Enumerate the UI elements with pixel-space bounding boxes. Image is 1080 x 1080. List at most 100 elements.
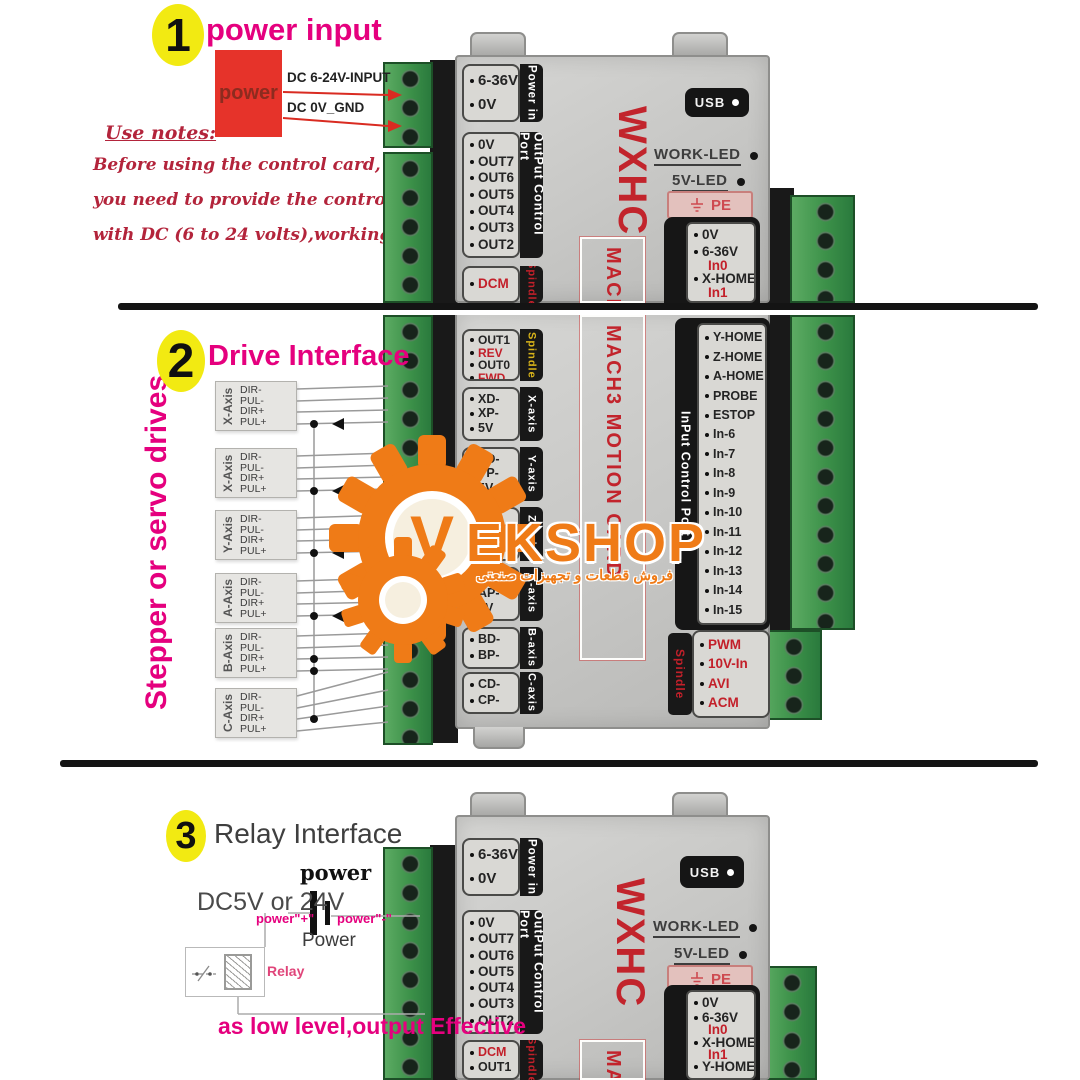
pin-label: 0V xyxy=(470,915,516,930)
usb-port: USB xyxy=(680,856,744,888)
pin-label: 0V xyxy=(470,97,516,113)
pin-label: In-14 xyxy=(705,583,763,597)
pin-label: FWD xyxy=(470,372,516,379)
pin-label: DCM xyxy=(470,1045,516,1059)
pin-label: ESTOP xyxy=(705,408,763,422)
drive-pin: DIR+ xyxy=(240,472,265,484)
mount-tab xyxy=(470,32,526,57)
power-in-strip: Power in xyxy=(520,64,543,122)
pin-label: In-13 xyxy=(705,564,763,578)
drive-name: X-Axis xyxy=(221,454,235,492)
terminal-backing xyxy=(766,188,794,303)
terminal-block-green xyxy=(790,315,855,630)
terminal-backing xyxy=(430,845,458,1080)
pin-label: 5V xyxy=(470,421,516,435)
pin-label: In-8 xyxy=(705,467,763,480)
5v-led-icon xyxy=(736,178,745,186)
spindle-strip: Spindle xyxy=(520,329,543,381)
drive-pin: DIR- xyxy=(240,576,262,588)
work-led-row: WORK-LED xyxy=(654,146,758,166)
section-2-title: Drive Interface xyxy=(208,340,410,372)
terminal-block-green xyxy=(383,847,433,1080)
drive-pin: PUL+ xyxy=(240,662,267,675)
input-port-strip: InPut Control Port xyxy=(678,411,693,537)
drive-pin: PUL+ xyxy=(240,607,267,620)
terminal-backing xyxy=(766,315,794,645)
pin-label: In0 xyxy=(708,257,728,273)
step-2-number: 2 xyxy=(167,334,195,388)
use-note-line: you need to provide the control card xyxy=(93,190,441,210)
drive-name: X-Axis xyxy=(221,387,235,425)
power-in-strip: Power in xyxy=(520,838,543,896)
wxhc-logo: WXHC xyxy=(608,877,652,1009)
card-title: MACH3 MOTION CARD xyxy=(602,325,624,579)
drive-pin: DIR- xyxy=(240,691,262,703)
pin-label: Y-HOME xyxy=(705,331,763,344)
pin-label: 6-36V xyxy=(694,244,752,259)
pin-label: 0V xyxy=(694,995,752,1010)
drive-pin: PUL+ xyxy=(240,544,267,557)
supply-label: DC5V or 24V xyxy=(197,888,345,916)
drive-pin: PUL- xyxy=(240,641,264,654)
drive-pin: PUL- xyxy=(240,701,264,714)
pin-label: OUT5 xyxy=(470,187,516,202)
pin-label: OUT7 xyxy=(470,932,516,946)
use-note-line: Before using the control card, xyxy=(93,155,381,175)
drive-name: C-Axis xyxy=(221,694,235,733)
drive-pin: PUL+ xyxy=(240,722,267,735)
pin-label: CD- xyxy=(470,678,516,691)
pin-label: In1 xyxy=(708,1047,728,1062)
x-axis-strip: X-axis xyxy=(520,387,543,441)
card-title: MACH3 MOTION CARD xyxy=(601,239,624,301)
5v-led-label: 5V-LED xyxy=(672,172,728,192)
y-axis-strip: Y-axis xyxy=(520,447,543,501)
wire-label-dc-input: DC 6-24V-INPUT xyxy=(287,70,391,85)
pin-label: In-11 xyxy=(705,525,763,539)
pin-label: 6-36V xyxy=(694,1010,752,1025)
ground-icon xyxy=(690,972,703,986)
dcm-pin: DCM xyxy=(462,266,520,303)
pin-label: DCM xyxy=(470,277,516,291)
pe-terminal: PE xyxy=(667,191,753,219)
pin-label: PROBE xyxy=(705,389,763,403)
drive-name: B-Axis xyxy=(221,634,235,673)
drive-pin: DIR- xyxy=(240,513,262,525)
power-plus-label: power"+" xyxy=(256,911,315,926)
ground-icon xyxy=(690,198,703,212)
pin-label: Y-HOME xyxy=(694,1060,754,1074)
pin-label: In-12 xyxy=(705,545,763,558)
drive-pin: DIR+ xyxy=(240,597,265,609)
section-3-title: Relay Interface xyxy=(214,818,403,849)
pin-label: OUT2 xyxy=(470,237,516,252)
pin-label: Z-HOME xyxy=(705,350,763,364)
drive-pin: PUL- xyxy=(240,394,264,407)
pin-label: REV xyxy=(470,346,516,360)
card-title-box: MACH3 MOTION CARD xyxy=(579,1039,646,1080)
drive-pin: PUL- xyxy=(240,461,264,474)
pin-label: OUT2 xyxy=(470,1013,516,1028)
spindle2-strip: Spindle xyxy=(668,633,692,715)
drive-name: A-Axis xyxy=(221,579,235,618)
usb-port: USB xyxy=(685,88,749,117)
pin-label: OUT4 xyxy=(470,204,516,218)
spindle-strip-cut: Spindle xyxy=(520,1040,543,1080)
drive-pin: DIR+ xyxy=(240,405,265,417)
work-led-row: WORK-LED xyxy=(653,918,757,938)
pin-label: BP- xyxy=(470,649,516,662)
